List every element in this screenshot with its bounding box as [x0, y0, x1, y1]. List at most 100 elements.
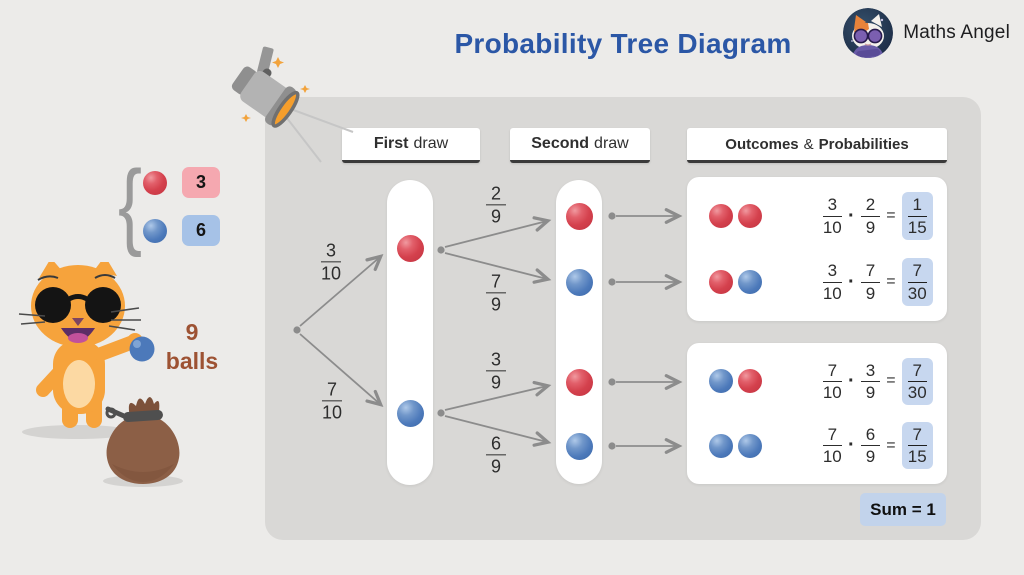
fraction-numerator: 7 [822, 425, 843, 447]
multiply-operator: · [848, 434, 855, 457]
total-balls-label: 9 balls [150, 318, 234, 376]
equals-operator: = [886, 436, 896, 454]
fraction-denominator: 9 [490, 206, 502, 227]
fraction-denominator: 9 [865, 447, 876, 467]
header-text: draw [413, 135, 449, 152]
multiply-operator: · [848, 270, 855, 293]
fraction-numerator: 7 [907, 425, 927, 447]
fraction-denominator: 10 [822, 217, 842, 237]
fraction-denominator: 10 [822, 447, 842, 467]
fraction-numerator: 7 [907, 361, 927, 382]
fraction-numerator: 3 [860, 361, 881, 382]
red-count-badge: 3 [182, 167, 220, 198]
header-text-bold: Outcomes [725, 135, 799, 153]
outcome-ball [738, 270, 762, 294]
blue-count-badge: 6 [182, 215, 220, 246]
fraction-numerator: 3 [485, 349, 507, 372]
first-draw-ball-blue [397, 400, 424, 427]
maths-angel-logo-icon [843, 8, 894, 58]
fraction-numerator: 6 [860, 425, 881, 447]
fraction-numerator: 6 [485, 433, 507, 456]
fraction-numerator: 2 [860, 195, 881, 217]
fraction-denominator: 10 [320, 263, 342, 284]
fraction-denominator: 9 [490, 456, 502, 477]
brand-name: Maths Angel [903, 22, 1010, 43]
fraction-numerator: 7 [321, 379, 343, 402]
header-text-bold: Probabilities [818, 135, 909, 153]
total-count: 9 [185, 319, 199, 345]
fraction-numerator: 3 [320, 240, 342, 263]
brace-icon: { [118, 151, 143, 258]
fraction-numerator: 7 [822, 361, 843, 382]
fraction-denominator: 30 [907, 382, 927, 402]
fraction-denominator: 15 [907, 217, 927, 237]
fraction-denominator: 10 [321, 402, 343, 423]
fraction-numerator: 7 [907, 261, 927, 283]
second-draw-ball-1 [566, 203, 593, 230]
cat-avatar-icon [843, 8, 894, 58]
fraction-numerator: 2 [485, 183, 507, 206]
outcome-ball-pair [709, 433, 762, 458]
equals-operator: = [886, 273, 896, 290]
fraction-denominator: 9 [490, 372, 502, 393]
outcome-ball [738, 204, 762, 228]
brand: Maths Angel [843, 8, 1010, 58]
column-header-first-draw: First draw [342, 128, 480, 163]
outcome-ball-pair [709, 204, 762, 228]
header-text-bold: First [373, 135, 409, 152]
equals-operator: = [886, 207, 896, 224]
fraction-denominator: 10 [822, 382, 842, 402]
header-text: draw [594, 135, 629, 152]
multiply-operator: · [848, 369, 855, 392]
fraction-numerator: 1 [907, 195, 927, 217]
fraction-denominator: 9 [865, 382, 876, 402]
fraction-denominator: 9 [865, 283, 876, 303]
outcome-ball [709, 369, 733, 394]
legend-blue-ball [143, 219, 167, 243]
outcome-ball [709, 270, 733, 294]
fraction-numerator: 7 [860, 261, 881, 283]
multiply-operator: · [848, 204, 855, 227]
money-bag-icon [103, 397, 183, 487]
second-draw-ball-3 [566, 369, 593, 396]
fraction-denominator: 15 [907, 447, 927, 467]
fraction-numerator: 3 [822, 195, 843, 217]
fraction-denominator: 10 [822, 283, 842, 303]
outcome-ball [738, 369, 762, 394]
second-draw-ball-2 [566, 269, 593, 296]
outcome-ball-pair [709, 270, 762, 294]
outcome-ball [738, 433, 762, 458]
fraction-denominator: 30 [907, 283, 927, 303]
outcome-ball [709, 433, 733, 458]
header-text-bold: Second [531, 135, 590, 152]
column-header-outcomes: Outcomes & Probabilities [687, 128, 947, 163]
first-draw-ball-red [397, 235, 424, 262]
fraction-numerator: 7 [485, 271, 507, 294]
sum-badge: Sum = 1 [860, 493, 946, 526]
fraction-denominator: 9 [865, 217, 876, 237]
page-title: Probability Tree Diagram [454, 28, 792, 59]
legend-red-ball [143, 171, 167, 195]
outcome-ball [709, 204, 733, 228]
fraction-denominator: 9 [490, 294, 502, 315]
